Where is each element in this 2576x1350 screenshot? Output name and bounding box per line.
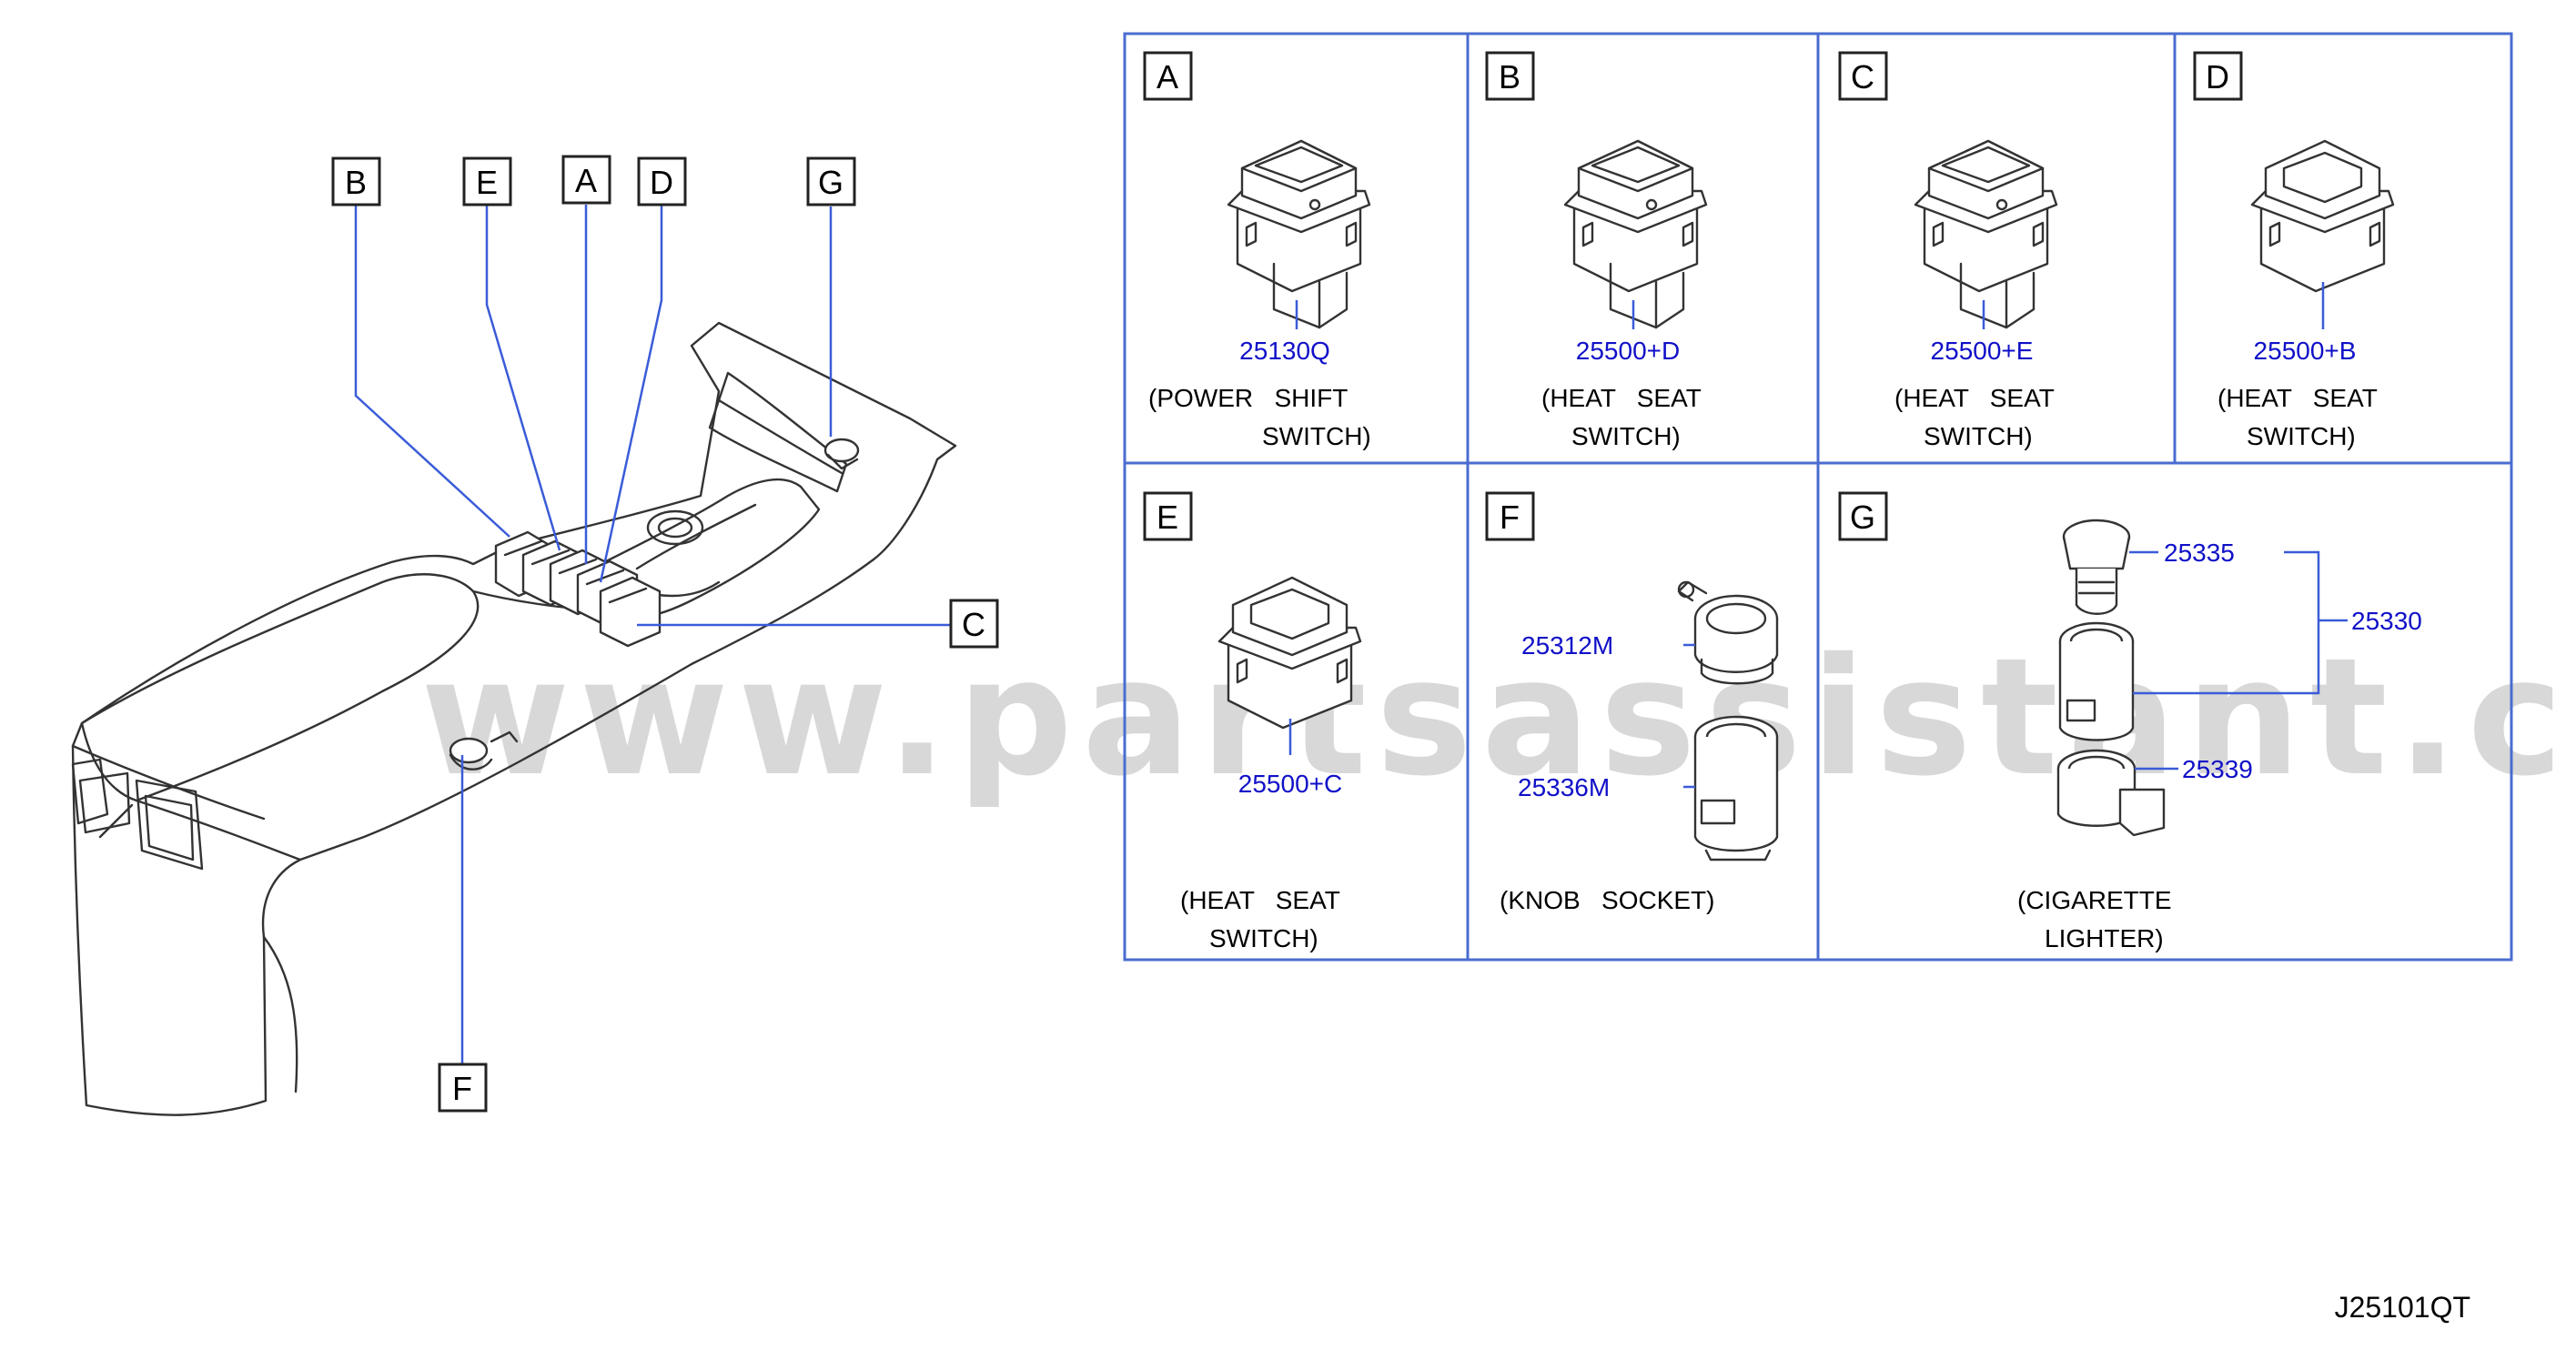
svg-text:C: C: [962, 606, 985, 643]
desc-E-line1: (HEAT SEAT: [1180, 886, 1340, 914]
callout-G: G: [806, 156, 856, 207]
callout-A: A: [561, 155, 611, 205]
socket-drawing: [1693, 715, 1779, 861]
svg-text:D: D: [2206, 58, 2229, 96]
overview-leader-lines: [354, 205, 951, 1064]
switch-drawing-A: [1227, 139, 1371, 329]
panel-letter-A: A: [1143, 51, 1193, 101]
part-number-25339: 25339: [2182, 755, 2253, 783]
switch-drawing-D: [2250, 139, 2395, 293]
console-switch-cluster: [494, 530, 662, 648]
svg-text:D: D: [650, 164, 673, 201]
part-number-25312M: 25312M: [1521, 631, 1613, 660]
svg-text:B: B: [345, 164, 367, 201]
lighter-socket-drawing: [2058, 621, 2135, 741]
desc-C-line2: SWITCH): [1924, 422, 2033, 450]
part-number-25500-D: 25500+D: [1576, 337, 1680, 365]
panel-letter-E: E: [1143, 491, 1193, 541]
panel-letter-G: G: [1838, 491, 1888, 541]
desc-C-line1: (HEAT SEAT: [1894, 384, 2055, 412]
part-number-25500-E: 25500+E: [1931, 337, 2034, 365]
callout-E: E: [462, 156, 512, 207]
svg-text:G: G: [1850, 499, 1875, 536]
part-number-25500-C: 25500+C: [1238, 770, 1342, 798]
svg-text:E: E: [476, 164, 498, 201]
part-number-25500-B: 25500+B: [2254, 337, 2357, 365]
switch-drawing-E: [1217, 576, 1362, 730]
desc-A-line2: SWITCH): [1262, 422, 1371, 450]
panel-letter-B: B: [1485, 51, 1535, 101]
svg-text:C: C: [1851, 58, 1874, 96]
svg-text:A: A: [575, 162, 597, 199]
part-number-25336M: 25336M: [1518, 773, 1610, 801]
svg-text:F: F: [1500, 499, 1520, 536]
part-number-25330: 25330: [2351, 607, 2422, 635]
svg-text:E: E: [1157, 499, 1178, 536]
desc-B-line1: (HEAT SEAT: [1541, 384, 1702, 412]
svg-text:B: B: [1499, 58, 1520, 96]
desc-D-line2: SWITCH): [2247, 422, 2356, 450]
watermark-text: www.partsassistant.com: [420, 623, 2576, 811]
knob-drawing: [1677, 580, 1779, 685]
lighter-ring-drawing: [2056, 749, 2166, 837]
callout-F: F: [438, 1063, 488, 1113]
lighter-plug-drawing: [2062, 519, 2131, 615]
desc-G-line1: (CIGARETTE: [2017, 886, 2172, 914]
callout-D: D: [637, 156, 687, 207]
panel-letter-F: F: [1485, 491, 1535, 541]
svg-text:F: F: [452, 1070, 472, 1107]
parts-grid: [1123, 32, 2513, 962]
switch-drawing-B: [1563, 139, 1708, 329]
desc-D-line1: (HEAT SEAT: [2217, 384, 2378, 412]
callout-B: B: [331, 156, 381, 207]
desc-F-line1: (KNOB SOCKET): [1500, 886, 1714, 914]
svg-text:A: A: [1157, 58, 1178, 96]
desc-B-line2: SWITCH): [1571, 422, 1681, 450]
console-overview: [71, 321, 957, 1116]
panel-letter-D: D: [2193, 51, 2243, 101]
desc-G-line2: LIGHTER): [2045, 924, 2164, 952]
diagram-code: J25101QT: [2335, 1291, 2470, 1324]
panel-letter-C: C: [1838, 51, 1888, 101]
switch-drawing-C: [1914, 139, 2058, 329]
desc-E-line2: SWITCH): [1209, 924, 1318, 952]
desc-A-line1: (POWER SHIFT: [1148, 384, 1348, 412]
callout-C: C: [949, 599, 999, 649]
part-number-25335: 25335: [2164, 539, 2235, 567]
part-number-25130Q: 25130Q: [1239, 337, 1330, 365]
svg-text:G: G: [818, 164, 844, 201]
